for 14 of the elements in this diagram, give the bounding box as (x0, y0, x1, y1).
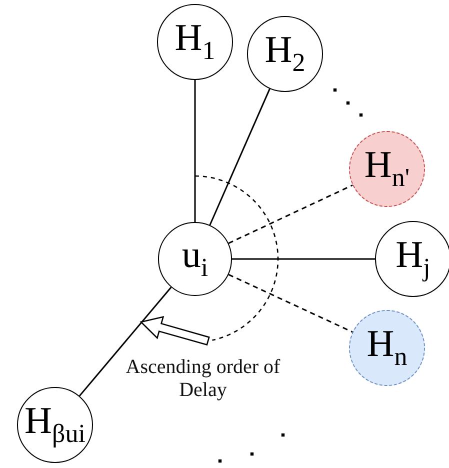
connector-line (209, 88, 270, 226)
node-label: H$_{βui}$ (24, 402, 86, 448)
node-label: H$_{j}$ (396, 236, 430, 282)
connector-line (228, 184, 353, 244)
node-label: H$_{n}$ (366, 325, 408, 371)
connector-line (78, 286, 172, 396)
connector-line (228, 274, 353, 333)
annotation-text: Ascending order of Delay (124, 356, 282, 402)
node-label: u$_{i}$ (182, 236, 208, 282)
connector-line (194, 80, 196, 222)
node-label: H$_{n'}$ (364, 146, 410, 192)
connector-line (232, 258, 375, 260)
node-label: H$_{1}$ (174, 19, 216, 65)
node-label: H$_{2}$ (264, 31, 306, 77)
